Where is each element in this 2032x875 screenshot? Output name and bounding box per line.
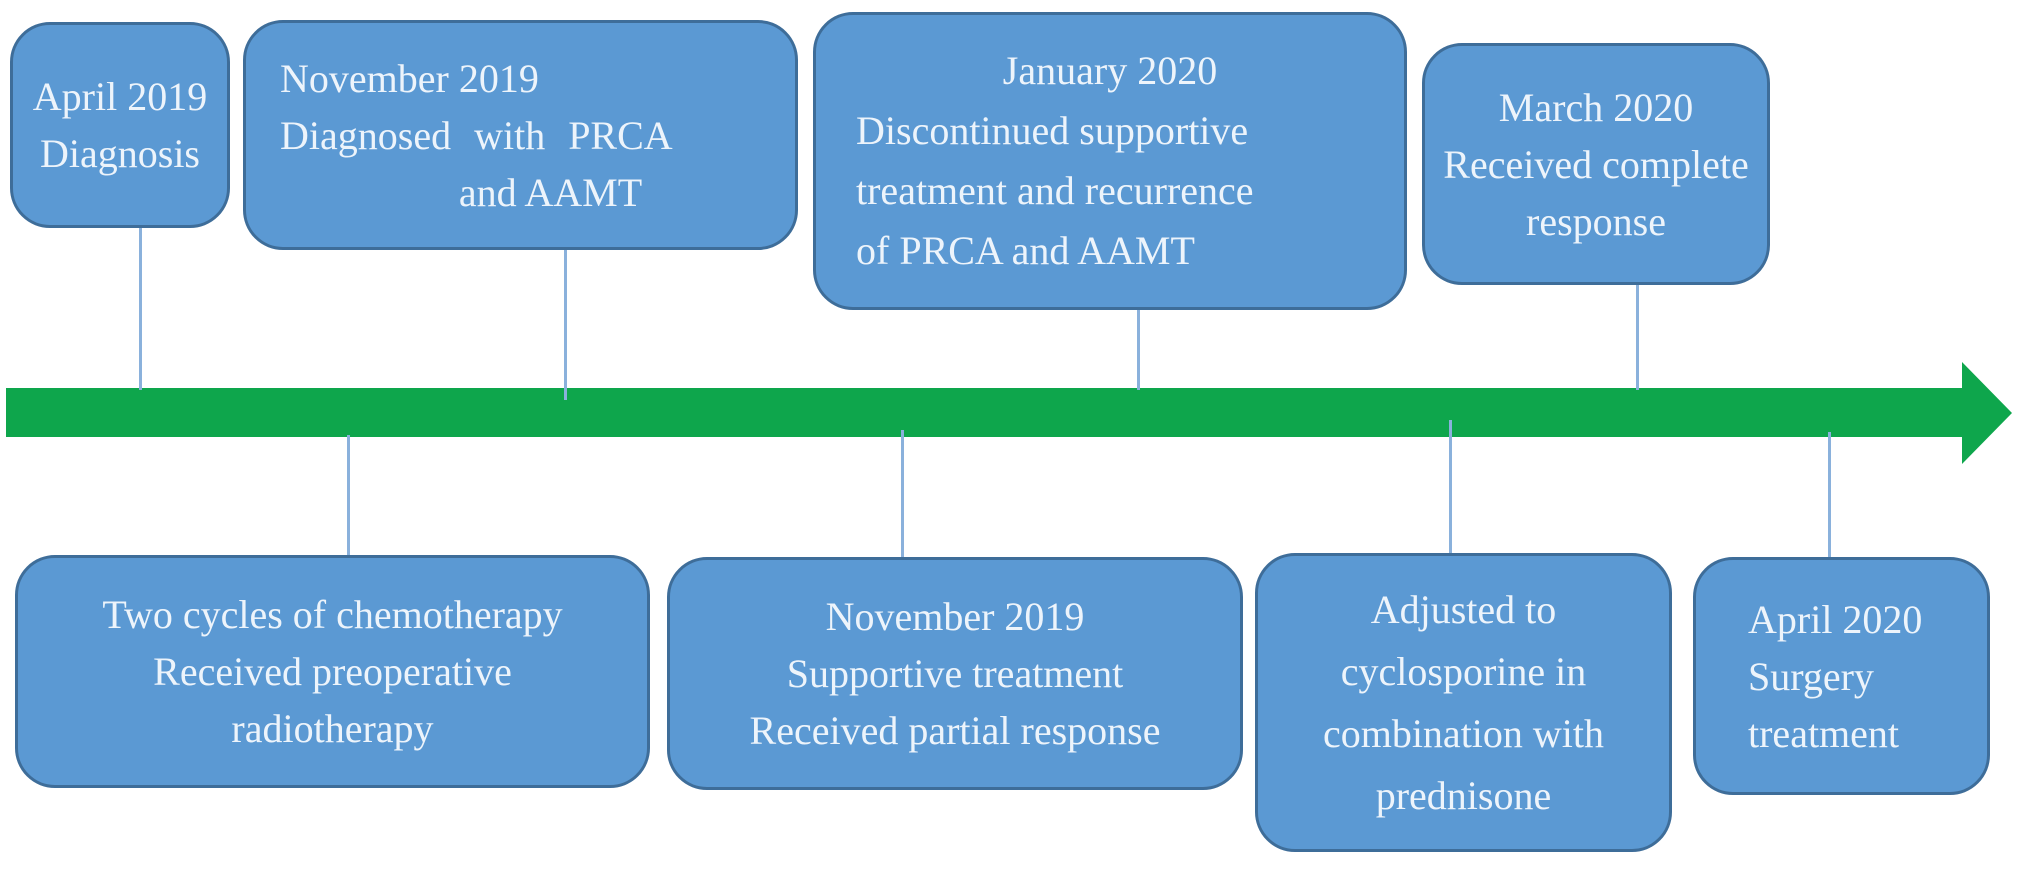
connector-line-chemotherapy (347, 435, 350, 557)
event-box-prca-aamt: November 2019 Diagnosed with PRCA and AA… (243, 20, 798, 250)
event-line: treatment and recurrence (856, 168, 1254, 213)
event-line: Adjusted to (1370, 586, 1557, 632)
event-box-cyclosporine: Adjusted to cyclosporine in combination … (1255, 553, 1672, 852)
event-line: Supportive treatment (786, 651, 1124, 696)
event-line: Diagnosis (40, 131, 200, 176)
timeline-arrow-body (6, 388, 1964, 437)
event-line: cyclosporine in (1340, 648, 1587, 694)
event-line: treatment (1748, 710, 1900, 756)
connector-line-complete-response (1636, 283, 1639, 390)
timeline-arrow-head-icon (1962, 362, 2012, 464)
connector-line-cyclosporine (1449, 420, 1452, 555)
connector-line-supportive-treatment (901, 430, 904, 559)
event-box-surgery: April 2020 Surgery treatment (1693, 557, 1990, 795)
event-box-supportive-treatment: November 2019 Supportive treatment Recei… (667, 557, 1243, 790)
event-line: January 2020 (1002, 48, 1218, 93)
event-line: November 2019 (280, 55, 539, 101)
event-box-diagnosis: April 2019 Diagnosis (10, 22, 230, 228)
connector-line-diagnosis (139, 226, 142, 390)
event-line: Surgery (1748, 653, 1874, 699)
connector-line-recurrence (1137, 308, 1140, 390)
event-line: Received complete (1443, 141, 1749, 187)
event-box-recurrence: January 2020 Discontinued supportive tre… (813, 12, 1407, 310)
event-line: response (1526, 198, 1666, 244)
event-line: Discontinued supportive (856, 108, 1249, 153)
connector-line-prca-aamt (564, 248, 567, 400)
event-line: Received preoperative (153, 649, 512, 694)
event-line: combination with (1322, 710, 1605, 756)
event-line: and AAMT (458, 169, 643, 215)
event-line: radiotherapy (231, 706, 434, 751)
event-box-chemotherapy: Two cycles of chemotherapy Received preo… (15, 555, 650, 788)
event-line: April 2020 (1748, 596, 1923, 642)
event-line: Diagnosed with PRCA (280, 112, 673, 158)
event-line: Two cycles of chemotherapy (102, 592, 563, 637)
event-line: April 2019 (32, 74, 208, 119)
event-box-complete-response: March 2020 Received complete response (1422, 43, 1770, 285)
event-line: November 2019 (825, 594, 1085, 639)
event-line: March 2020 (1498, 84, 1694, 130)
event-line: of PRCA and AAMT (856, 228, 1195, 273)
event-line: prednisone (1375, 772, 1552, 818)
connector-line-surgery (1828, 432, 1831, 559)
event-line: Received partial response (749, 708, 1161, 753)
